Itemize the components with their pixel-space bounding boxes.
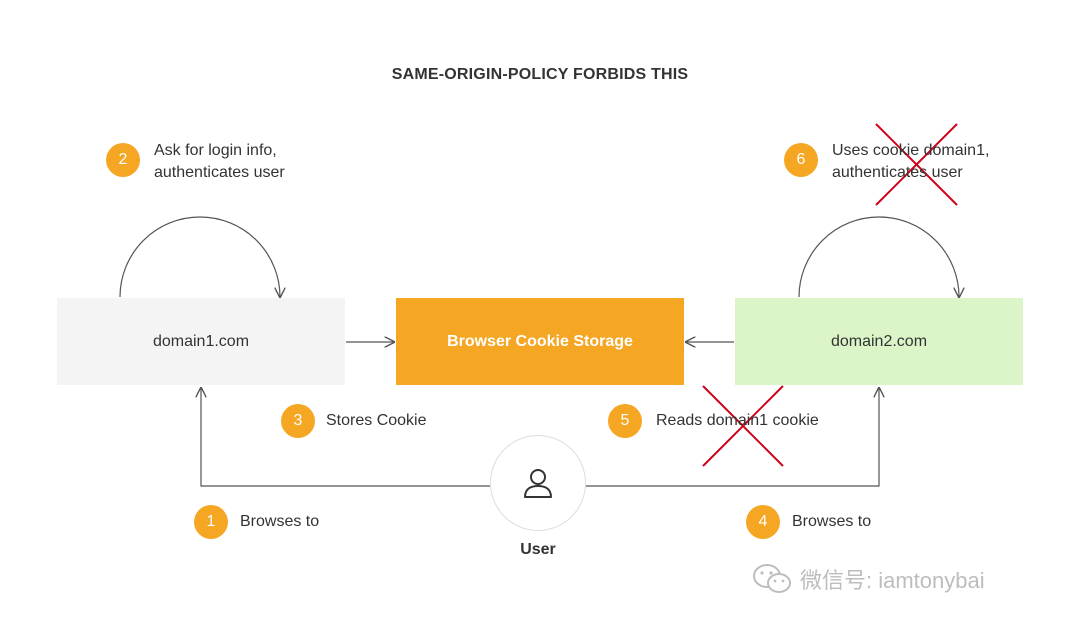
step-label-5: Reads domain1 cookie xyxy=(656,412,819,429)
browser-cookie-storage-box: Browser Cookie Storage xyxy=(396,298,684,385)
watermark: 微信号: iamtonybai xyxy=(752,562,985,596)
user-node xyxy=(490,435,586,531)
step-badge-3: 3 xyxy=(281,404,315,438)
storage-label: Browser Cookie Storage xyxy=(447,332,633,350)
step-2-line-1: Ask for login info, xyxy=(154,142,277,159)
step-badge-2: 2 xyxy=(106,143,140,177)
step-badge-4: 4 xyxy=(746,505,780,539)
diagram-title: SAME-ORIGIN-POLICY FORBIDS THIS xyxy=(391,66,689,83)
step-6-line-2: authenticates user xyxy=(832,164,963,181)
domain1-label: domain1.com xyxy=(152,332,250,350)
step-label-1: Browses to xyxy=(240,513,320,530)
step-label-6: Uses cookie domain1, authenticates user xyxy=(832,140,989,184)
domain1-box: domain1.com xyxy=(57,298,345,385)
step-label-4: Browses to xyxy=(792,513,872,530)
wechat-icon xyxy=(753,564,791,593)
user-icon xyxy=(524,469,552,498)
domain2-label: domain2.com xyxy=(830,332,928,350)
step-badge-5: 5 xyxy=(608,404,642,438)
step-6-line-1: Uses cookie domain1, xyxy=(832,142,990,159)
domain2-box: domain2.com xyxy=(735,298,1023,385)
loop-arrow-domain1 xyxy=(119,216,280,297)
step-2-line-2: authenticates user xyxy=(154,164,285,181)
step-badge-1: 1 xyxy=(194,505,228,539)
arrow-user-to-domain1 xyxy=(201,388,490,487)
loop-arrow-domain2 xyxy=(798,216,959,297)
arrow-user-to-domain2 xyxy=(586,388,879,487)
user-label: User xyxy=(520,541,556,558)
step-label-3: Stores Cookie xyxy=(326,412,427,429)
step-label-2: Ask for login info, authenticates user xyxy=(154,140,285,184)
cross-step-6 xyxy=(875,123,958,206)
step-badge-6: 6 xyxy=(784,143,818,177)
watermark-text: 微信号: iamtonybai xyxy=(800,568,985,593)
cross-step-5 xyxy=(702,385,784,467)
